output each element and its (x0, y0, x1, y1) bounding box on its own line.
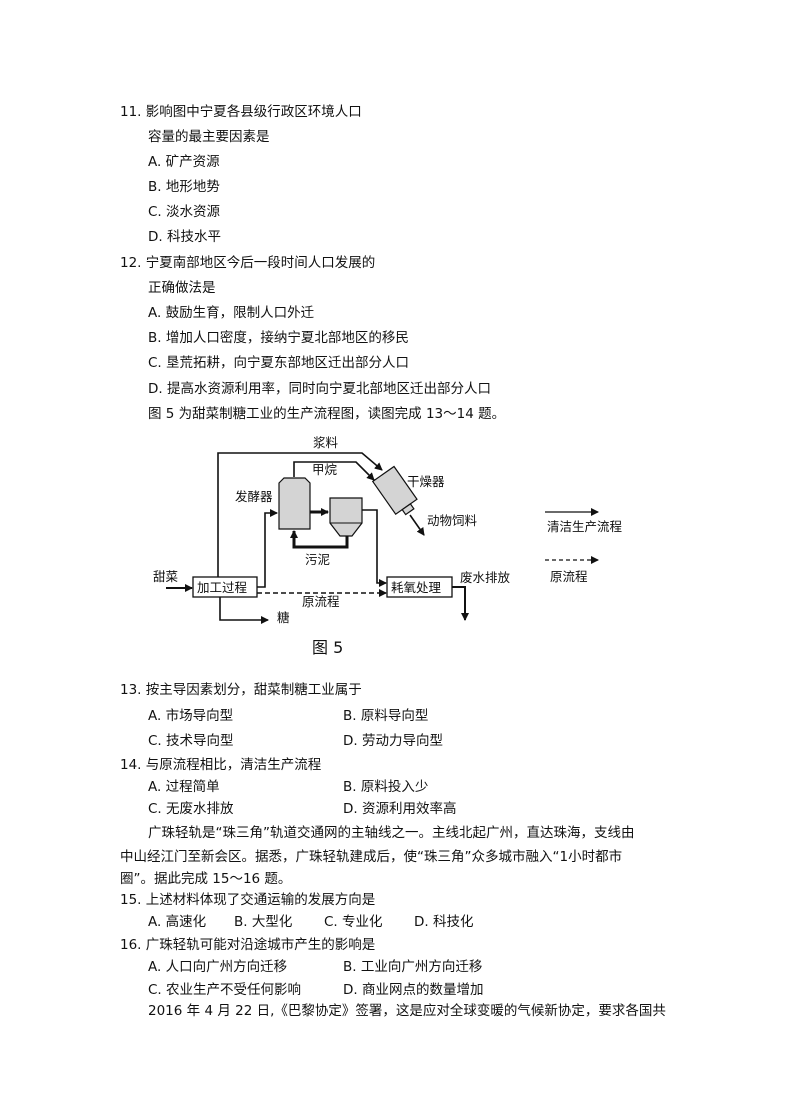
q11-option-b: B. 地形地势 (148, 179, 220, 195)
legend-original: 原流程 (550, 569, 588, 584)
q16-option-a: A. 人口向广州方向迁移 (148, 959, 288, 975)
legend-clean: 清洁生产流程 (547, 519, 623, 534)
label-beet: 甜菜 (153, 569, 179, 584)
oxygen-treatment-box (386, 576, 453, 598)
label-methane: 甲烷 (312, 462, 338, 477)
slurry-line (217, 452, 383, 577)
q11-stem-cont: 容量的最主要因素是 (148, 129, 270, 145)
q14-option-b: B. 原料投入少 (343, 779, 429, 795)
q11-option-a: A. 矿产资源 (148, 154, 220, 170)
fermenter-shape (278, 477, 311, 530)
tank-to-treatment-line (362, 509, 387, 587)
q15-option-a: A. 高速化 (148, 914, 207, 930)
label-original-flow: 原流程 (302, 594, 340, 609)
dryer-shape (371, 465, 418, 516)
q12-stem-cont: 正确做法是 (148, 280, 216, 296)
q12-option-d: D. 提高水资源利用率，同时向宁夏北部地区迁出部分人口 (148, 381, 491, 397)
q16-option-c: C. 农业生产不受任何影响 (148, 982, 302, 998)
processing-box (192, 576, 258, 598)
label-sugar: 糖 (277, 610, 290, 625)
q16-stem: 16. 广珠轻轨可能对沿途城市产生的影响是 (120, 937, 376, 953)
q13-option-c: C. 技术导向型 (148, 733, 234, 749)
figure-5-flowchart: 浆料 甲烷 发酵器 干燥器 动物饲料 污泥 甜菜 加工过程 原流程 耗氧处理 废… (153, 435, 623, 657)
figure-caption: 图 5 (312, 638, 343, 657)
intro-13-14: 图 5 为甜菜制糖工业的生产流程图，读图完成 13～14 题。 (148, 406, 506, 422)
q14-option-d: D. 资源利用效率高 (343, 801, 457, 817)
label-wastewater: 废水排放 (460, 570, 511, 585)
q16-option-d: D. 商业网点的数量增加 (343, 982, 484, 998)
q12-option-b: B. 增加人口密度，接纳宁夏北部地区的移民 (148, 330, 409, 346)
q12-option-a: A. 鼓励生育，限制人口外迁 (148, 305, 315, 321)
q11-option-c: C. 淡水资源 (148, 204, 221, 220)
q14-option-a: A. 过程简单 (148, 779, 220, 795)
q16-option-b: B. 工业向广州方向迁移 (343, 959, 483, 975)
q15-option-c: C. 专业化 (324, 914, 383, 930)
passage-15-line2: 中山经江门至新会区。据悉，广珠轻轨建成后，使“珠三角”众多城市融入“1小时都市 (120, 849, 623, 865)
q15-option-d: D. 科技化 (414, 914, 474, 930)
q15-option-b: B. 大型化 (234, 914, 293, 930)
passage-17-line1: 2016 年 4 月 22 日,《巴黎协定》签署，这是应对全球变暖的气候新协定，… (148, 1003, 666, 1019)
q14-option-c: C. 无废水排放 (148, 801, 234, 817)
label-slurry: 浆料 (313, 435, 339, 450)
passage-15-line3: 圈”。据此完成 15～16 题。 (120, 871, 292, 887)
label-oxygen-treatment: 耗氧处理 (391, 580, 442, 595)
q14-stem: 14. 与原流程相比，清洁生产流程 (120, 757, 322, 773)
label-processing: 加工过程 (197, 580, 248, 595)
sugar-line (219, 597, 269, 624)
q11-stem: 11. 影响图中宁夏各县级行政区环境人口 (120, 104, 362, 120)
sludge-line (290, 530, 349, 549)
label-feed: 动物饲料 (427, 513, 478, 528)
feed-output-line (409, 514, 425, 536)
wastewater-line (452, 586, 469, 621)
q13-option-d: D. 劳动力导向型 (343, 733, 443, 749)
passage-15-line1: 广珠轻轨是“珠三角”轨道交通网的主轴线之一。主线北起广州，直达珠海，支线由 (148, 825, 635, 841)
label-sludge: 污泥 (305, 552, 330, 567)
settling-tank-shape (329, 497, 363, 537)
methane-line (293, 461, 375, 481)
q11-option-d: D. 科技水平 (148, 229, 221, 245)
q12-stem: 12. 宁夏南部地区今后一段时间人口发展的 (120, 255, 376, 271)
label-dryer: 干燥器 (407, 474, 445, 489)
to-fermenter-line (257, 509, 278, 588)
q12-option-c: C. 垦荒拓耕，向宁夏东部地区迁出部分人口 (148, 355, 410, 371)
q13-option-b: B. 原料导向型 (343, 708, 429, 724)
q15-stem: 15. 上述材料体现了交通运输的发展方向是 (120, 892, 376, 908)
label-fermenter: 发酵器 (235, 489, 273, 504)
q13-option-a: A. 市场导向型 (148, 708, 234, 724)
q13-stem: 13. 按主导因素划分，甜菜制糖工业属于 (120, 682, 362, 698)
